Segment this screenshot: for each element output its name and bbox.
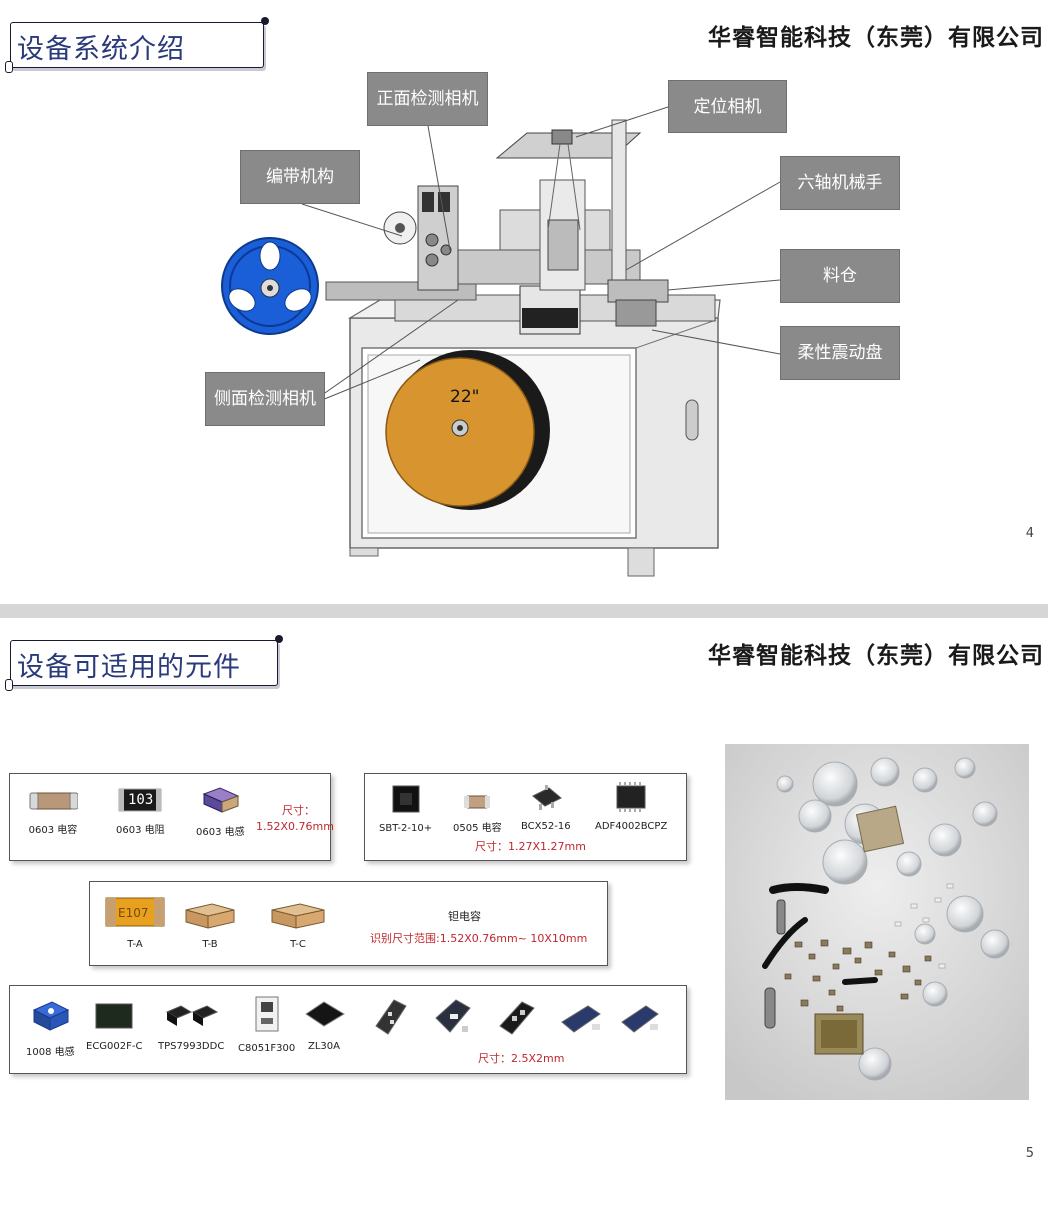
component-label: 0603 电阻 xyxy=(116,825,165,836)
slide-title: 设备系统介绍 xyxy=(17,34,185,65)
slide-system-intro: 设备系统介绍 华睿智能科技（东莞）有限公司 22" xyxy=(0,0,1048,604)
component-label: ZL30A xyxy=(308,1041,340,1052)
sot-transistor-icon xyxy=(166,1005,219,1026)
capacitor-chip-icon xyxy=(29,792,79,810)
component-label: SBT-2-10+ xyxy=(379,823,433,834)
component-label: 0505 电容 xyxy=(453,823,502,834)
component-c8051f300: C8051F300 xyxy=(238,994,295,1054)
component-label: T-B xyxy=(202,939,218,950)
component-0603-inductor: 0603 电感 xyxy=(196,786,245,838)
company-name: 华睿智能科技（东莞）有限公司 xyxy=(708,25,1044,51)
callout-side-camera: 侧面检测相机 xyxy=(205,372,325,426)
component-label: 0603 电感 xyxy=(196,827,245,838)
callout-vibrating-plate: 柔性震动盘 xyxy=(780,326,900,380)
component-label: BCX52-16 xyxy=(521,821,571,832)
sensor-modules-icon xyxy=(375,999,659,1035)
component-label: ECG002F-C xyxy=(86,1041,143,1052)
component-label: C8051F300 xyxy=(238,1043,296,1054)
company-name: 华睿智能科技（东莞）有限公司 xyxy=(708,643,1044,669)
slide-title-banner: 设备系统介绍 xyxy=(5,17,269,73)
component-zl30a: ZL30A xyxy=(300,996,348,1052)
component-bcx52-16: BCX52-16 xyxy=(521,784,571,832)
qfn-chip-icon xyxy=(392,785,420,813)
capacitor-chip-icon xyxy=(464,795,491,809)
callout-hopper: 料仓 xyxy=(780,249,900,303)
machine-illustration: 22" xyxy=(221,106,781,577)
slide-title-banner: 设备可适用的元件 xyxy=(5,635,283,691)
page-number: 4 xyxy=(1025,526,1034,541)
tantalum-size-range: 识别尺寸范围:1.52X0.76mm~ 10X10mm xyxy=(370,932,588,945)
components-photo xyxy=(725,744,1029,1100)
sop-chip-icon xyxy=(95,1003,133,1029)
scroll-curl-icon xyxy=(275,635,283,643)
callout-positioning-camera: 定位相机 xyxy=(668,80,787,133)
sot-transistor-icon xyxy=(531,785,562,810)
component-t-c: T-C xyxy=(268,896,328,950)
component-label: TPS7993DDC xyxy=(158,1041,225,1052)
dfn-chip-icon xyxy=(255,996,279,1032)
page-number: 5 xyxy=(1025,1146,1034,1161)
panel-tantalum-capacitors: T-A E107 T-B T-C 钽电容 识别尺寸范围:1.52X0.76mm~… xyxy=(89,881,608,966)
tantalum-capacitor-icon xyxy=(271,903,325,929)
callout-robot-arm: 六轴机械手 xyxy=(780,156,900,210)
scroll-curl-left-icon xyxy=(5,679,13,691)
panel-misc-components: 1008 电感 ECG002F-C TPS7993DDC C8051F300 xyxy=(9,985,687,1074)
callout-taping-mechanism: 编带机构 xyxy=(240,150,360,204)
component-0505-capacitor: 0505 电容 xyxy=(453,794,502,834)
component-sbt-2-10: SBT-2-10+ xyxy=(379,784,432,834)
panel-ic-components: SBT-2-10+ 0505 电容 BCX52-16 xyxy=(364,773,687,861)
component-tps7993ddc: TPS7993DDC xyxy=(158,1000,224,1052)
slide-title: 设备可适用的元件 xyxy=(17,652,241,683)
component-0603-resistor: 0603 电阻 xyxy=(116,788,165,836)
tssop-chip-icon xyxy=(616,782,646,812)
inductor-chip-icon xyxy=(202,787,240,813)
component-label: T-A xyxy=(127,939,143,950)
component-0603-capacitor: 0603 电容 xyxy=(28,790,79,836)
component-t-b: T-B xyxy=(182,896,238,950)
tantalum-capacitor-icon xyxy=(105,897,165,927)
component-adf4002bcpz: ADF4002BCPZ xyxy=(595,782,667,832)
component-label: 0603 电容 xyxy=(28,825,78,836)
size-note: 尺寸：2.5X2mm xyxy=(478,1052,565,1065)
slide-divider xyxy=(0,604,1048,618)
slide-applicable-components: 设备可适用的元件 华睿智能科技（东莞）有限公司 0603 电容 0603 电阻 … xyxy=(0,618,1048,1220)
panel-0603-components: 0603 电容 0603 电阻 103 0603 电感 尺寸： 1.52X0.7… xyxy=(9,773,334,861)
component-label: 1008 电感 xyxy=(26,1047,75,1058)
scroll-curl-left-icon xyxy=(5,61,13,73)
qfp-chip-icon xyxy=(305,1001,345,1027)
component-label: ADF4002BCPZ xyxy=(595,821,668,832)
resistor-chip-icon xyxy=(118,788,162,812)
size-value: 1.52X0.76mm xyxy=(256,820,334,833)
component-label: T-C xyxy=(290,939,306,950)
size-note: 尺寸：1.27X1.27mm xyxy=(475,840,586,853)
reel-size-label: 22" xyxy=(450,387,479,407)
tantalum-capacitor-icon xyxy=(185,903,235,929)
callout-front-camera: 正面检测相机 xyxy=(367,72,488,126)
component-t-a: T-A xyxy=(104,894,166,950)
tantalum-marking: E107 xyxy=(118,906,149,920)
resistor-marking: 103 xyxy=(128,792,154,808)
component-ecg002f-c: ECG002F-C xyxy=(86,1000,142,1052)
size-label: 尺寸： xyxy=(282,804,315,817)
scroll-curl-icon xyxy=(261,17,269,25)
tantalum-type-label: 钽电容 xyxy=(448,910,481,923)
inductor-chip-icon xyxy=(33,1001,70,1031)
component-1008-inductor: 1008 电感 xyxy=(26,998,75,1058)
